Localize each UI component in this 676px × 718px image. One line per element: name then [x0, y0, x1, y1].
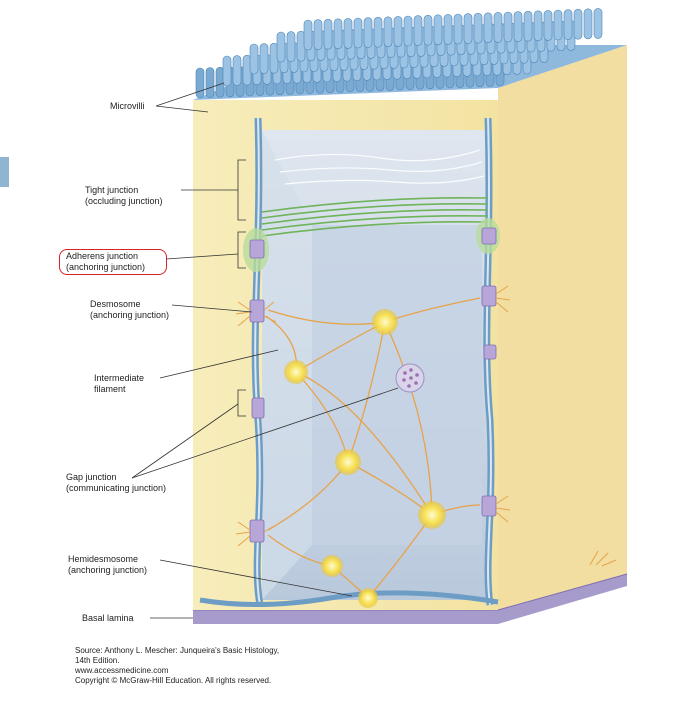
microvillus: [414, 16, 422, 46]
right-face: [498, 45, 627, 612]
microvillus: [574, 9, 582, 39]
microvillus: [206, 68, 214, 98]
microvillus: [250, 44, 258, 74]
microvillus: [484, 13, 492, 43]
microvillus: [364, 18, 372, 48]
microvillus: [334, 19, 342, 49]
microvillus: [594, 8, 602, 38]
label-gap-junction: Gap junction (communicating junction): [66, 472, 166, 494]
microvillus: [287, 32, 295, 62]
microvillus: [374, 17, 382, 47]
label-desmosome: Desmosome (anchoring junction): [90, 299, 169, 321]
microvillus: [394, 16, 402, 46]
microvillus: [260, 44, 268, 74]
microvillus: [474, 13, 482, 43]
microvillus: [354, 18, 362, 48]
microvillus: [304, 20, 312, 50]
microvillus: [424, 15, 432, 45]
label-hemidesmosome: Hemidesmosome (anchoring junction): [68, 554, 147, 576]
microvillus: [277, 32, 285, 62]
microvillus: [544, 10, 552, 40]
microvillus: [494, 12, 502, 42]
microvillus: [223, 56, 231, 86]
source-citation: Source: Anthony L. Mescher: Junqueira's …: [75, 646, 279, 686]
label-intermediate-filament: Intermediate filament: [94, 373, 144, 395]
microvillus: [314, 20, 322, 50]
microvillus: [233, 56, 241, 86]
microvillus: [324, 19, 332, 49]
microvillus: [514, 12, 522, 42]
microvillus: [444, 14, 452, 44]
label-adherens-junction: Adherens junction (anchoring junction): [66, 251, 145, 273]
microvillus: [464, 14, 472, 44]
microvillus: [504, 12, 512, 42]
microvillus: [454, 14, 462, 44]
microvillus: [534, 11, 542, 41]
microvillus: [584, 9, 592, 39]
microvillus: [196, 68, 204, 98]
microvillus: [564, 10, 572, 40]
label-tight-junction: Tight junction (occluding junction): [85, 185, 163, 207]
microvillus: [404, 16, 412, 46]
microvillus: [384, 17, 392, 47]
label-microvilli: Microvilli: [110, 101, 145, 112]
microvillus: [344, 18, 352, 48]
microvillus: [434, 15, 442, 45]
microvillus: [524, 11, 532, 41]
label-basal-lamina: Basal lamina: [82, 613, 134, 624]
microvillus: [554, 10, 562, 40]
